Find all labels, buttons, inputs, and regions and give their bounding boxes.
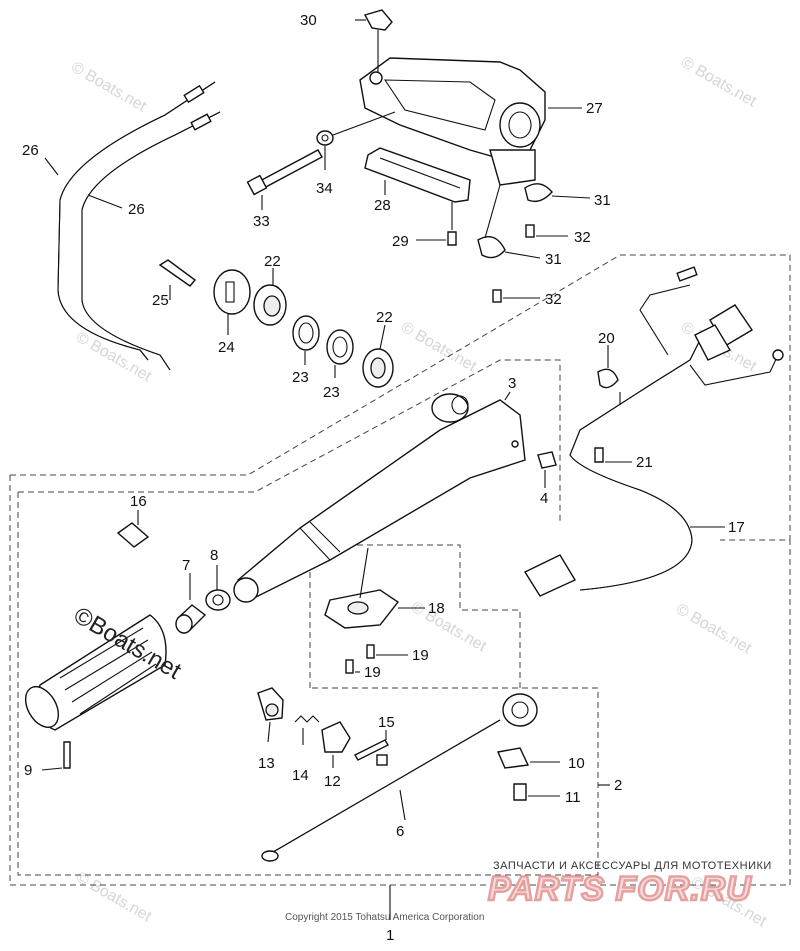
part-label: 21 (636, 454, 653, 471)
part-label: 13 (258, 755, 275, 772)
bolt (257, 149, 323, 190)
part-label: 30 (300, 12, 317, 29)
screw (594, 447, 604, 463)
part-label: 24 (218, 339, 235, 356)
cable-clamp (524, 183, 553, 203)
shop-logo: PARTS FOR.RU (488, 870, 752, 908)
part-label: 23 (323, 384, 340, 401)
watermark: © Boats.net (73, 869, 155, 926)
part-label: 32 (574, 229, 591, 246)
screw (513, 783, 527, 801)
part-label: 25 (152, 292, 169, 309)
part-label: 22 (264, 253, 281, 270)
part-label: 34 (316, 180, 333, 197)
screw (447, 231, 457, 246)
part-label: 12 (324, 773, 341, 790)
part-label: 17 (728, 519, 745, 536)
bolt (158, 259, 197, 287)
part-label: 2 (614, 777, 622, 794)
tiller-arm (233, 393, 526, 603)
washer (292, 315, 320, 351)
shop-tagline: ЗАПЧАСТИ И АКСЕССУАРЫ ДЛЯ МОТОТЕХНИКИ (493, 860, 772, 872)
watermark: © Boats.net (673, 601, 755, 658)
watermark: © Boats.net (678, 54, 760, 111)
watermark: © Boats.net (68, 59, 150, 116)
harness-clamp (597, 368, 619, 389)
screw (492, 289, 502, 303)
shop-logo-fill: PARTS FOR.RU (488, 870, 752, 908)
part-label: 6 (396, 823, 404, 840)
part-label: 28 (374, 197, 391, 214)
spring (294, 715, 320, 723)
part-label: 9 (24, 762, 32, 779)
part-label: 23 (292, 369, 309, 386)
throttle-grip (24, 614, 167, 731)
fitting (537, 451, 557, 469)
part-label: 31 (545, 251, 562, 268)
part-label: 33 (253, 213, 270, 230)
part-label: 8 (210, 547, 218, 564)
wiring-harness (523, 266, 784, 597)
part-label: 16 (130, 493, 147, 510)
part-label: 15 (378, 714, 395, 731)
throttle-cables (57, 81, 221, 371)
part-label: 14 (292, 767, 309, 784)
part-label: 26 (22, 142, 39, 159)
decal (116, 522, 150, 548)
washer (316, 130, 334, 146)
part-label: 3 (508, 375, 516, 392)
screw (345, 659, 354, 674)
collar (205, 589, 231, 611)
part-label: 19 (364, 664, 381, 681)
part-labels: 30 27 26 26 34 28 31 33 29 32 31 22 25 3… (22, 12, 745, 944)
washer (326, 329, 354, 365)
steering-bracket (359, 57, 546, 186)
part-label: 29 (392, 233, 409, 250)
part-label: 19 (412, 647, 429, 664)
part-label: 22 (376, 309, 393, 326)
part-label: 7 (182, 557, 190, 574)
clip (497, 747, 530, 769)
screw (525, 224, 535, 238)
rod-end (502, 693, 538, 727)
part-label: 4 (540, 490, 548, 507)
part-label: 11 (565, 789, 581, 806)
part-label: 10 (568, 755, 585, 772)
bolt (354, 739, 389, 761)
part-label: 20 (598, 330, 615, 347)
part-label: 1 (386, 927, 394, 944)
watermark: © Boats.net (73, 329, 155, 386)
friction-plate (213, 269, 251, 315)
part-label: 32 (545, 291, 562, 308)
plate (364, 147, 471, 203)
watermark: © Boats.net (398, 319, 480, 376)
copyright-text: Copyright 2015 Tohatsu America Corporati… (285, 912, 484, 923)
clip (363, 9, 393, 31)
part-label: 18 (428, 600, 445, 617)
screw (63, 741, 71, 769)
part-label: 26 (128, 201, 145, 218)
rod-holder (321, 721, 351, 753)
part-label: 27 (586, 100, 603, 117)
cable-clamp (477, 236, 506, 259)
assembly-outlines (9, 254, 791, 886)
part-label: 31 (594, 192, 611, 209)
screw (366, 644, 375, 659)
